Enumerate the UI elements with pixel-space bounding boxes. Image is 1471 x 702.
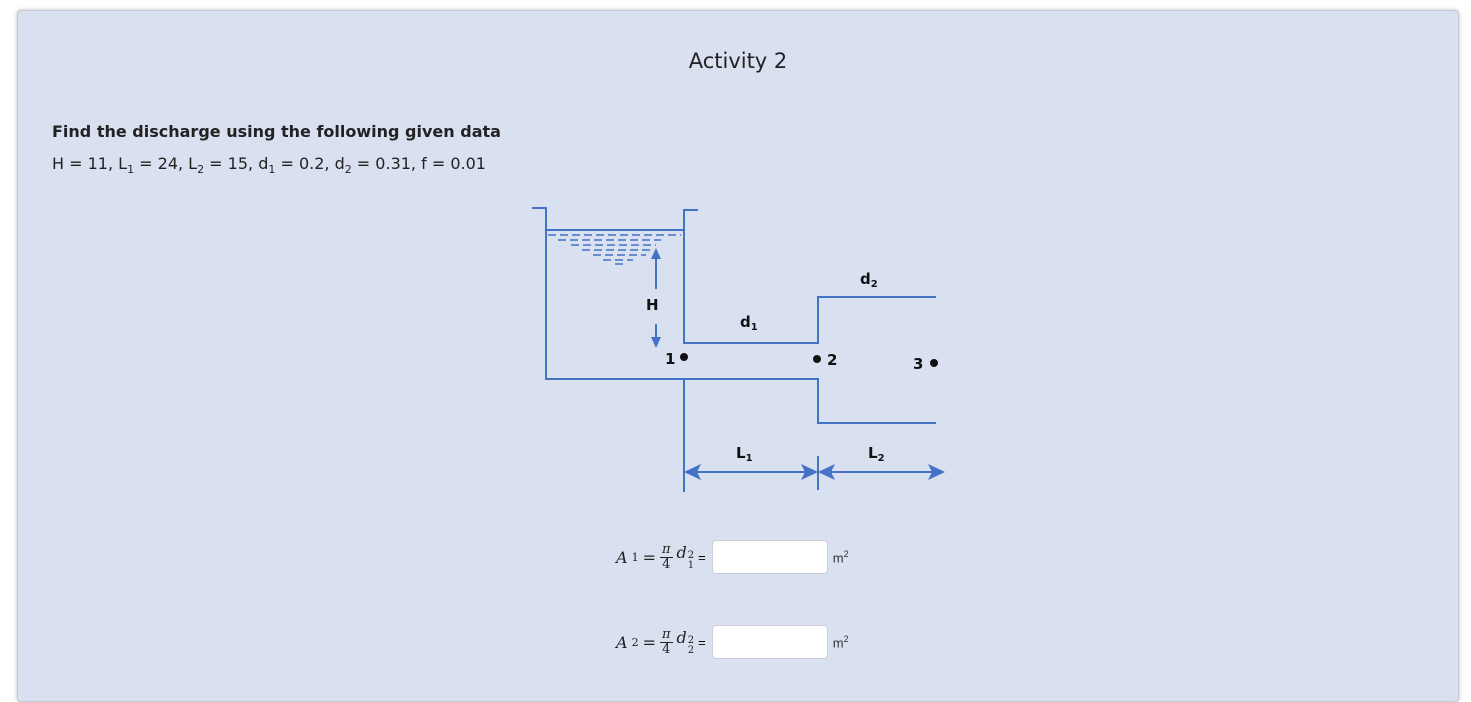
tank-bottom-pipe-wall <box>532 207 936 424</box>
question-prompt: Find the discharge using the following g… <box>52 122 501 141</box>
svg-text:d1: d1 <box>740 313 758 333</box>
a1-answer-input[interactable] <box>711 540 828 574</box>
label-point-3: 3 <box>913 355 923 373</box>
label-h: H <box>646 296 659 314</box>
activity-card: Activity 2 Find the discharge using the … <box>17 10 1459 702</box>
pipe-top-wall <box>683 209 936 344</box>
svg-text:L1: L1 <box>736 444 753 464</box>
svg-text:d2: d2 <box>860 270 878 290</box>
page-title: Activity 2 <box>688 49 788 73</box>
point-1 <box>680 353 688 361</box>
pipe-diagram: H d1 d2 1 2 3 L1 L2 <box>532 207 945 492</box>
water-dashes <box>548 234 681 265</box>
a1-unit: m2 <box>832 548 849 566</box>
point-3 <box>930 359 938 367</box>
label-point-1: 1 <box>665 350 675 368</box>
given-data: H = 11, L1 = 24, L2 = 15, d1 = 0.2, d2 =… <box>52 154 486 177</box>
label-point-2: 2 <box>827 351 837 369</box>
svg-text:L2: L2 <box>868 444 885 464</box>
point-2 <box>813 355 821 363</box>
a2-answer-input[interactable] <box>711 625 828 659</box>
a2-unit: m2 <box>832 633 849 651</box>
